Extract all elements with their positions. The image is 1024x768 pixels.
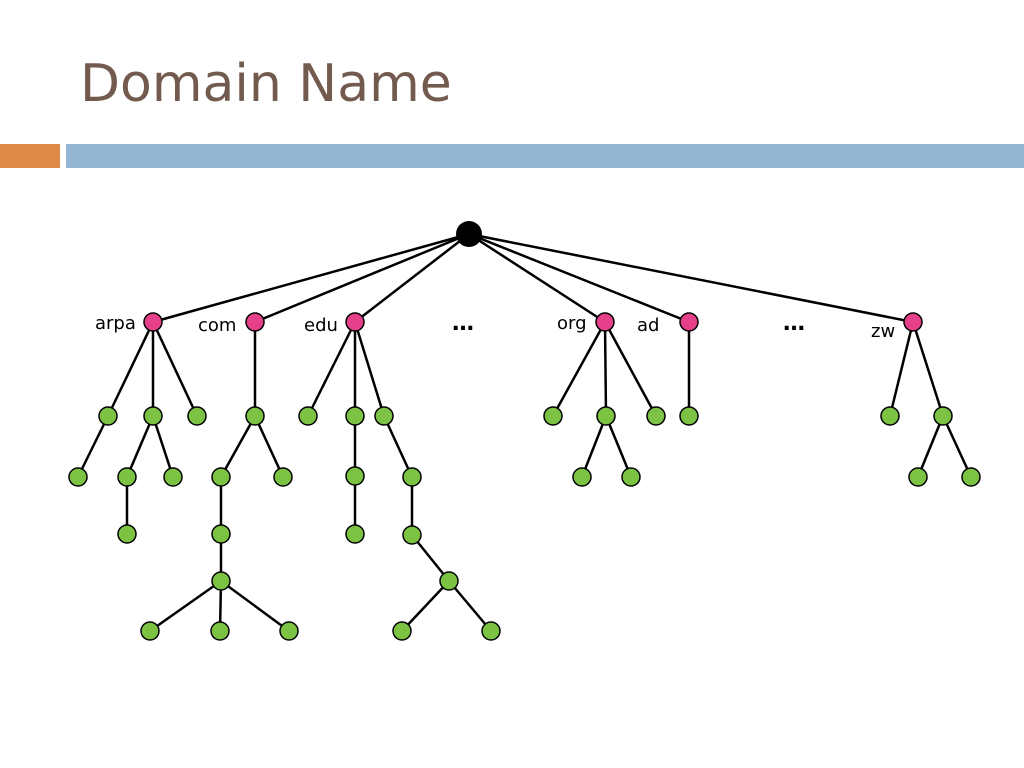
tld-label-com: com [198, 315, 236, 336]
domain-node [68, 467, 88, 487]
page-title: Domain Name [80, 54, 452, 114]
domain-node [392, 621, 412, 641]
domain-node [98, 406, 118, 426]
domain-node [543, 406, 563, 426]
domain-node [143, 406, 163, 426]
domain-node [402, 467, 422, 487]
title-accent-bar-blue [66, 144, 1024, 168]
domain-node [273, 467, 293, 487]
tld-label-org: org [557, 313, 587, 334]
tld-node-org [595, 312, 615, 332]
tree-edge [151, 415, 175, 478]
domain-node [933, 406, 953, 426]
title-accent-bar-orange [0, 144, 60, 168]
domain-node [279, 621, 299, 641]
tld-label-arpa: arpa [95, 313, 136, 334]
tree-edge [401, 580, 450, 632]
domain-node [481, 621, 501, 641]
tree-edge [220, 579, 290, 633]
domain-node [880, 406, 900, 426]
domain-node [187, 406, 207, 426]
tree-edge [468, 232, 606, 324]
tree-edge [551, 321, 607, 417]
tree-edge [106, 321, 155, 417]
tree-edge [254, 232, 470, 324]
tree-edge [468, 232, 690, 324]
domain-node [245, 406, 265, 426]
tree-edge [354, 233, 470, 323]
tree-edge [911, 321, 945, 417]
tld-label-ad: ad [637, 315, 659, 336]
tree-edge [125, 415, 155, 478]
tree-edge [152, 232, 470, 324]
tree-edge [468, 232, 914, 324]
domain-node [117, 524, 137, 544]
tld-label-edu: edu [304, 315, 338, 336]
ellipsis-2: … [783, 311, 805, 336]
tree-edge [76, 415, 110, 478]
domain-node [298, 406, 318, 426]
tree-nodes [68, 221, 981, 641]
domain-node [596, 406, 616, 426]
domain-node [211, 524, 231, 544]
tld-label-zw: zw [871, 321, 895, 342]
domain-node [402, 525, 422, 545]
tree-edge [603, 321, 608, 417]
domain-node [572, 467, 592, 487]
domain-node [679, 406, 699, 426]
domain-node [961, 467, 981, 487]
tld-node-zw [903, 312, 923, 332]
domain-node [210, 621, 230, 641]
tree-edge [219, 415, 257, 478]
domain-node [439, 571, 459, 591]
tree-edge [382, 415, 414, 478]
domain-node [211, 571, 231, 591]
domain-node [646, 406, 666, 426]
tld-node-edu [345, 312, 365, 332]
domain-node [345, 524, 365, 544]
domain-node [140, 621, 160, 641]
ellipsis-1: … [452, 311, 474, 336]
tree-edge [411, 534, 450, 582]
domain-node [163, 467, 183, 487]
domain-node [211, 467, 231, 487]
tree-edge [448, 580, 492, 632]
tree-edges [76, 232, 973, 633]
tree-edge [580, 415, 608, 478]
tree-edge [916, 415, 945, 478]
domain-node [621, 467, 641, 487]
domain-node [908, 467, 928, 487]
tree-edge [151, 321, 199, 417]
tree-edge [353, 321, 386, 417]
domain-node [117, 467, 137, 487]
tld-node-com [245, 312, 265, 332]
tree-edge [306, 321, 357, 417]
tree-edge [253, 415, 285, 478]
tree-edge [888, 321, 915, 417]
tld-node-arpa [143, 312, 163, 332]
domain-node [345, 466, 365, 486]
domain-node [345, 406, 365, 426]
tree-edge [941, 415, 973, 478]
root-node [456, 221, 482, 247]
tree-edge [603, 321, 658, 417]
tree-edge [604, 415, 633, 478]
tree-labels: arpa com edu org ad zw … … [95, 311, 895, 342]
tld-node-ad [679, 312, 699, 332]
tree-edge [149, 579, 222, 633]
domain-node [374, 406, 394, 426]
